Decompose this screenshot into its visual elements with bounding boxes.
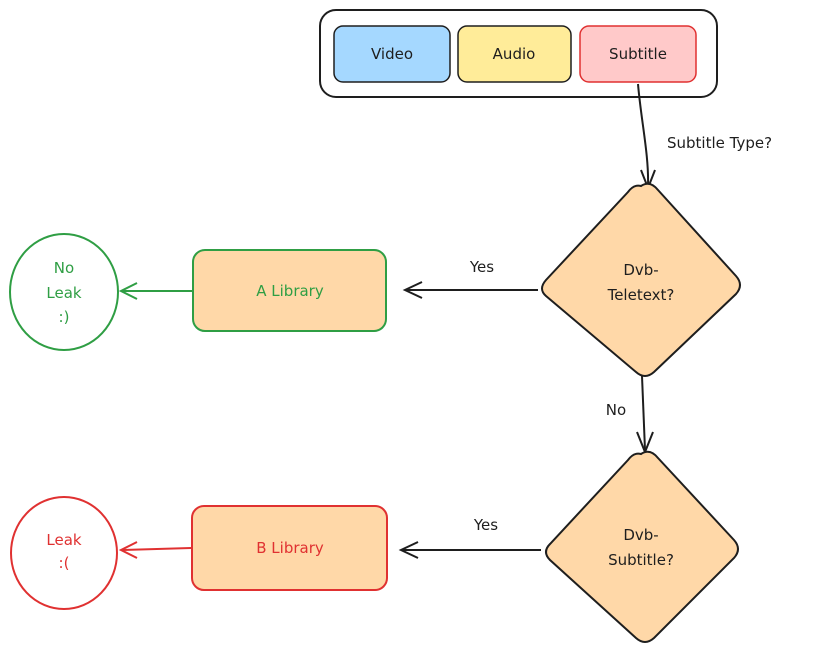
edge-label-yes-1: Yes [469, 258, 494, 276]
arrowhead-subtitle-decision-to-b-library [398, 541, 419, 559]
arrowhead-teletext-to-a-library [402, 281, 423, 299]
b-library-label: B Library [256, 539, 324, 557]
a-library-label: A Library [256, 282, 324, 300]
arrow-teletext-to-subtitle-decision [641, 375, 646, 451]
video-node [333, 25, 451, 83]
leak-line1: Leak [46, 531, 82, 549]
arrow-b-library-to-leak [121, 547, 192, 551]
no-leak-line3: :) [59, 308, 70, 326]
leak-line2: :( [59, 554, 70, 572]
edge-label-no-1: No [606, 401, 626, 419]
decision-teletext [541, 182, 741, 377]
b-library-node [191, 505, 388, 591]
arrowhead-a-library-to-no-leak [118, 282, 138, 300]
decision-subtitle-line1: Dvb- [623, 526, 658, 544]
no-leak-line1: No [54, 259, 74, 277]
audio-label: Audio [493, 45, 536, 63]
video-label: Video [371, 45, 413, 63]
subtitle-node [579, 25, 697, 83]
decision-subtitle-line2: Subtitle? [608, 551, 674, 569]
subtitle-label: Subtitle [609, 45, 667, 63]
leak-node [10, 496, 118, 610]
a-library-node [192, 249, 387, 332]
decision-teletext-line1: Dvb- [623, 261, 658, 279]
decision-subtitle [545, 450, 739, 643]
arrowhead-b-library-to-leak [118, 541, 138, 559]
arrow-subtitle-to-teletext [637, 83, 650, 187]
no-leak-line2: Leak [46, 284, 82, 302]
edge-label-subtitle-type: Subtitle Type? [667, 134, 772, 152]
edge-label-yes-2: Yes [473, 516, 498, 534]
audio-node [457, 25, 572, 83]
no-leak-node [9, 233, 119, 351]
decision-teletext-line2: Teletext? [607, 286, 675, 304]
